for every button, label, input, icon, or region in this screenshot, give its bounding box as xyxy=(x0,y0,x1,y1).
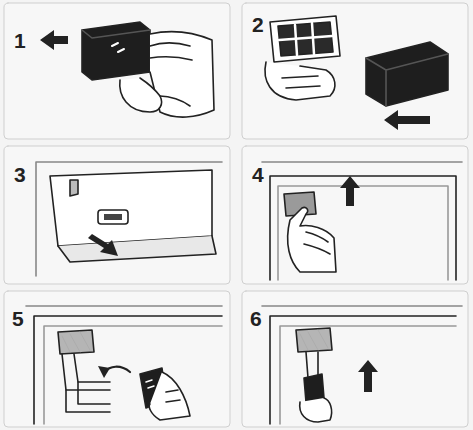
callout-number: 4 xyxy=(252,164,264,185)
callout-number: 1 xyxy=(14,30,26,51)
callout-number: 2 xyxy=(252,14,264,35)
callout-number: 6 xyxy=(250,308,262,329)
callout-number: 3 xyxy=(14,164,26,185)
callout-number: 5 xyxy=(12,308,24,329)
